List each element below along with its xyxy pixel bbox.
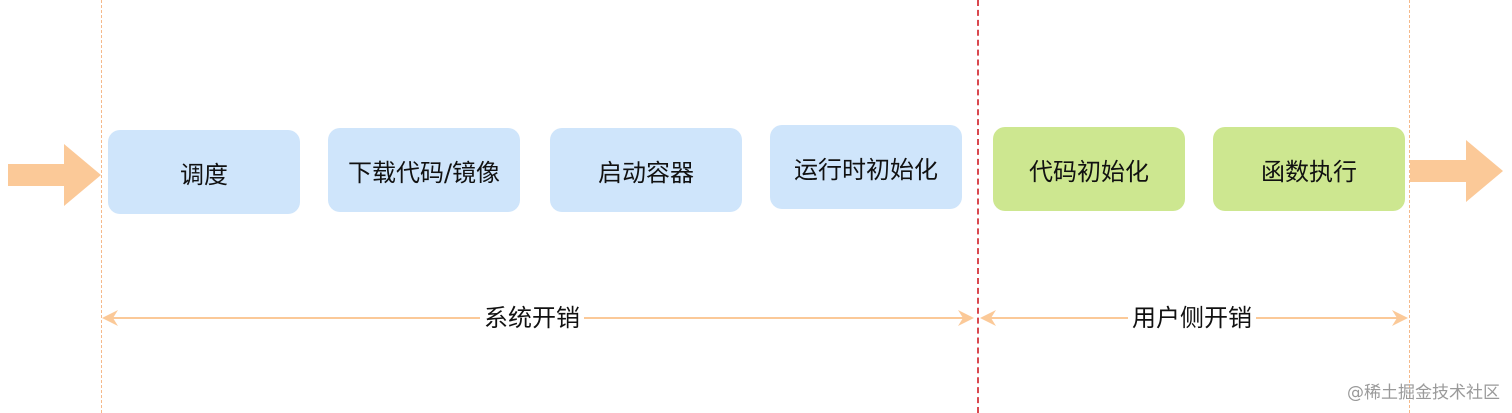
stage-label: 运行时初始化 xyxy=(794,155,938,184)
system-start-line xyxy=(101,0,102,413)
stage-function-exec: 函数执行 xyxy=(1213,127,1405,211)
stage-label: 代码初始化 xyxy=(1029,157,1149,186)
stage-scheduling: 调度 xyxy=(108,130,300,214)
stage-runtime-init: 运行时初始化 xyxy=(770,125,962,209)
stage-start-container: 启动容器 xyxy=(550,128,742,212)
user-end-line xyxy=(1409,0,1410,413)
stage-code-init: 代码初始化 xyxy=(993,127,1185,211)
system-user-divider xyxy=(977,0,979,413)
stage-download-code: 下载代码/镜像 xyxy=(328,128,520,212)
stage-label: 下载代码/镜像 xyxy=(347,158,501,187)
user-overhead-label: 用户侧开销 xyxy=(1128,303,1256,333)
watermark: @稀土掘金技术社区 xyxy=(1347,383,1500,403)
output-arrow-icon xyxy=(1410,140,1503,202)
stage-label: 启动容器 xyxy=(598,158,694,187)
system-overhead-label: 系统开销 xyxy=(480,303,584,333)
stage-label: 函数执行 xyxy=(1261,157,1357,186)
input-arrow-icon xyxy=(8,144,101,206)
stage-label: 调度 xyxy=(180,160,228,189)
